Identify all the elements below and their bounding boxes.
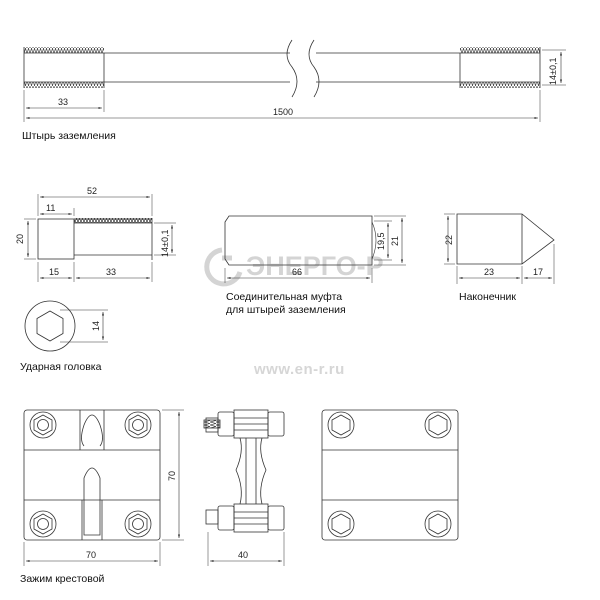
impact-head-drawing	[24, 300, 108, 352]
stud-diameter-dim: 14±0,1	[160, 230, 170, 257]
bolt-icon	[424, 510, 452, 538]
tip-caption: Наконечник	[459, 291, 516, 303]
rod-caption: Штырь заземления	[22, 130, 116, 142]
clamp-height-dim: 70	[167, 471, 177, 481]
brand-logo-icon	[204, 247, 243, 287]
bolt-icon	[29, 510, 57, 538]
hex-dim: 14	[91, 321, 101, 331]
tip-height-dim: 22	[444, 235, 454, 245]
stud-head-dim: 11	[46, 203, 55, 213]
head-caption: Ударная головка	[20, 361, 102, 373]
tip-drawing	[444, 213, 555, 284]
brand-name: ЭНЕРГО-Р	[246, 251, 384, 281]
clamp-caption: Зажим крестовой	[20, 573, 105, 585]
brand-watermark: ЭНЕРГО-Р www.en-r.ru	[204, 247, 384, 378]
coupling-length-dim: 66	[292, 267, 302, 277]
bolt-icon	[124, 411, 152, 439]
rod-length-dim: 1500	[273, 107, 293, 117]
bolt-icon	[327, 411, 355, 439]
coupling-caption-line2: для штырей заземления	[226, 304, 346, 316]
stud-drawing	[24, 194, 176, 282]
rod-diameter-dim: 14±0,1	[548, 58, 558, 85]
stud-thread-dim: 33	[106, 267, 116, 277]
ground-rod-drawing	[23, 39, 566, 122]
bolt-icon	[124, 510, 152, 538]
stud-base-dim: 15	[49, 267, 59, 277]
clamp-back-drawing	[321, 409, 459, 541]
coupling-drawing	[224, 215, 406, 283]
tip-body-dim: 23	[484, 267, 494, 277]
coupling-caption-line1: Соединительная муфта	[226, 291, 342, 303]
bolt-icon	[424, 411, 452, 439]
stud-height-dim: 20	[15, 234, 25, 244]
rod-thread-dim: 33	[58, 97, 68, 107]
clamp-side-drawing	[203, 409, 285, 566]
clamp-side-dim: 40	[238, 550, 248, 560]
brand-url: www.en-r.ru	[253, 361, 345, 378]
coupling-inner-dim: 19,5	[376, 232, 386, 250]
stud-total-dim: 52	[87, 186, 97, 196]
tip-cone-dim: 17	[533, 267, 543, 277]
bolt-icon	[327, 510, 355, 538]
clamp-width-dim: 70	[86, 550, 96, 560]
clamp-front-drawing	[23, 409, 184, 566]
bolt-icon	[29, 411, 57, 439]
coupling-outer-dim: 21	[390, 236, 400, 246]
